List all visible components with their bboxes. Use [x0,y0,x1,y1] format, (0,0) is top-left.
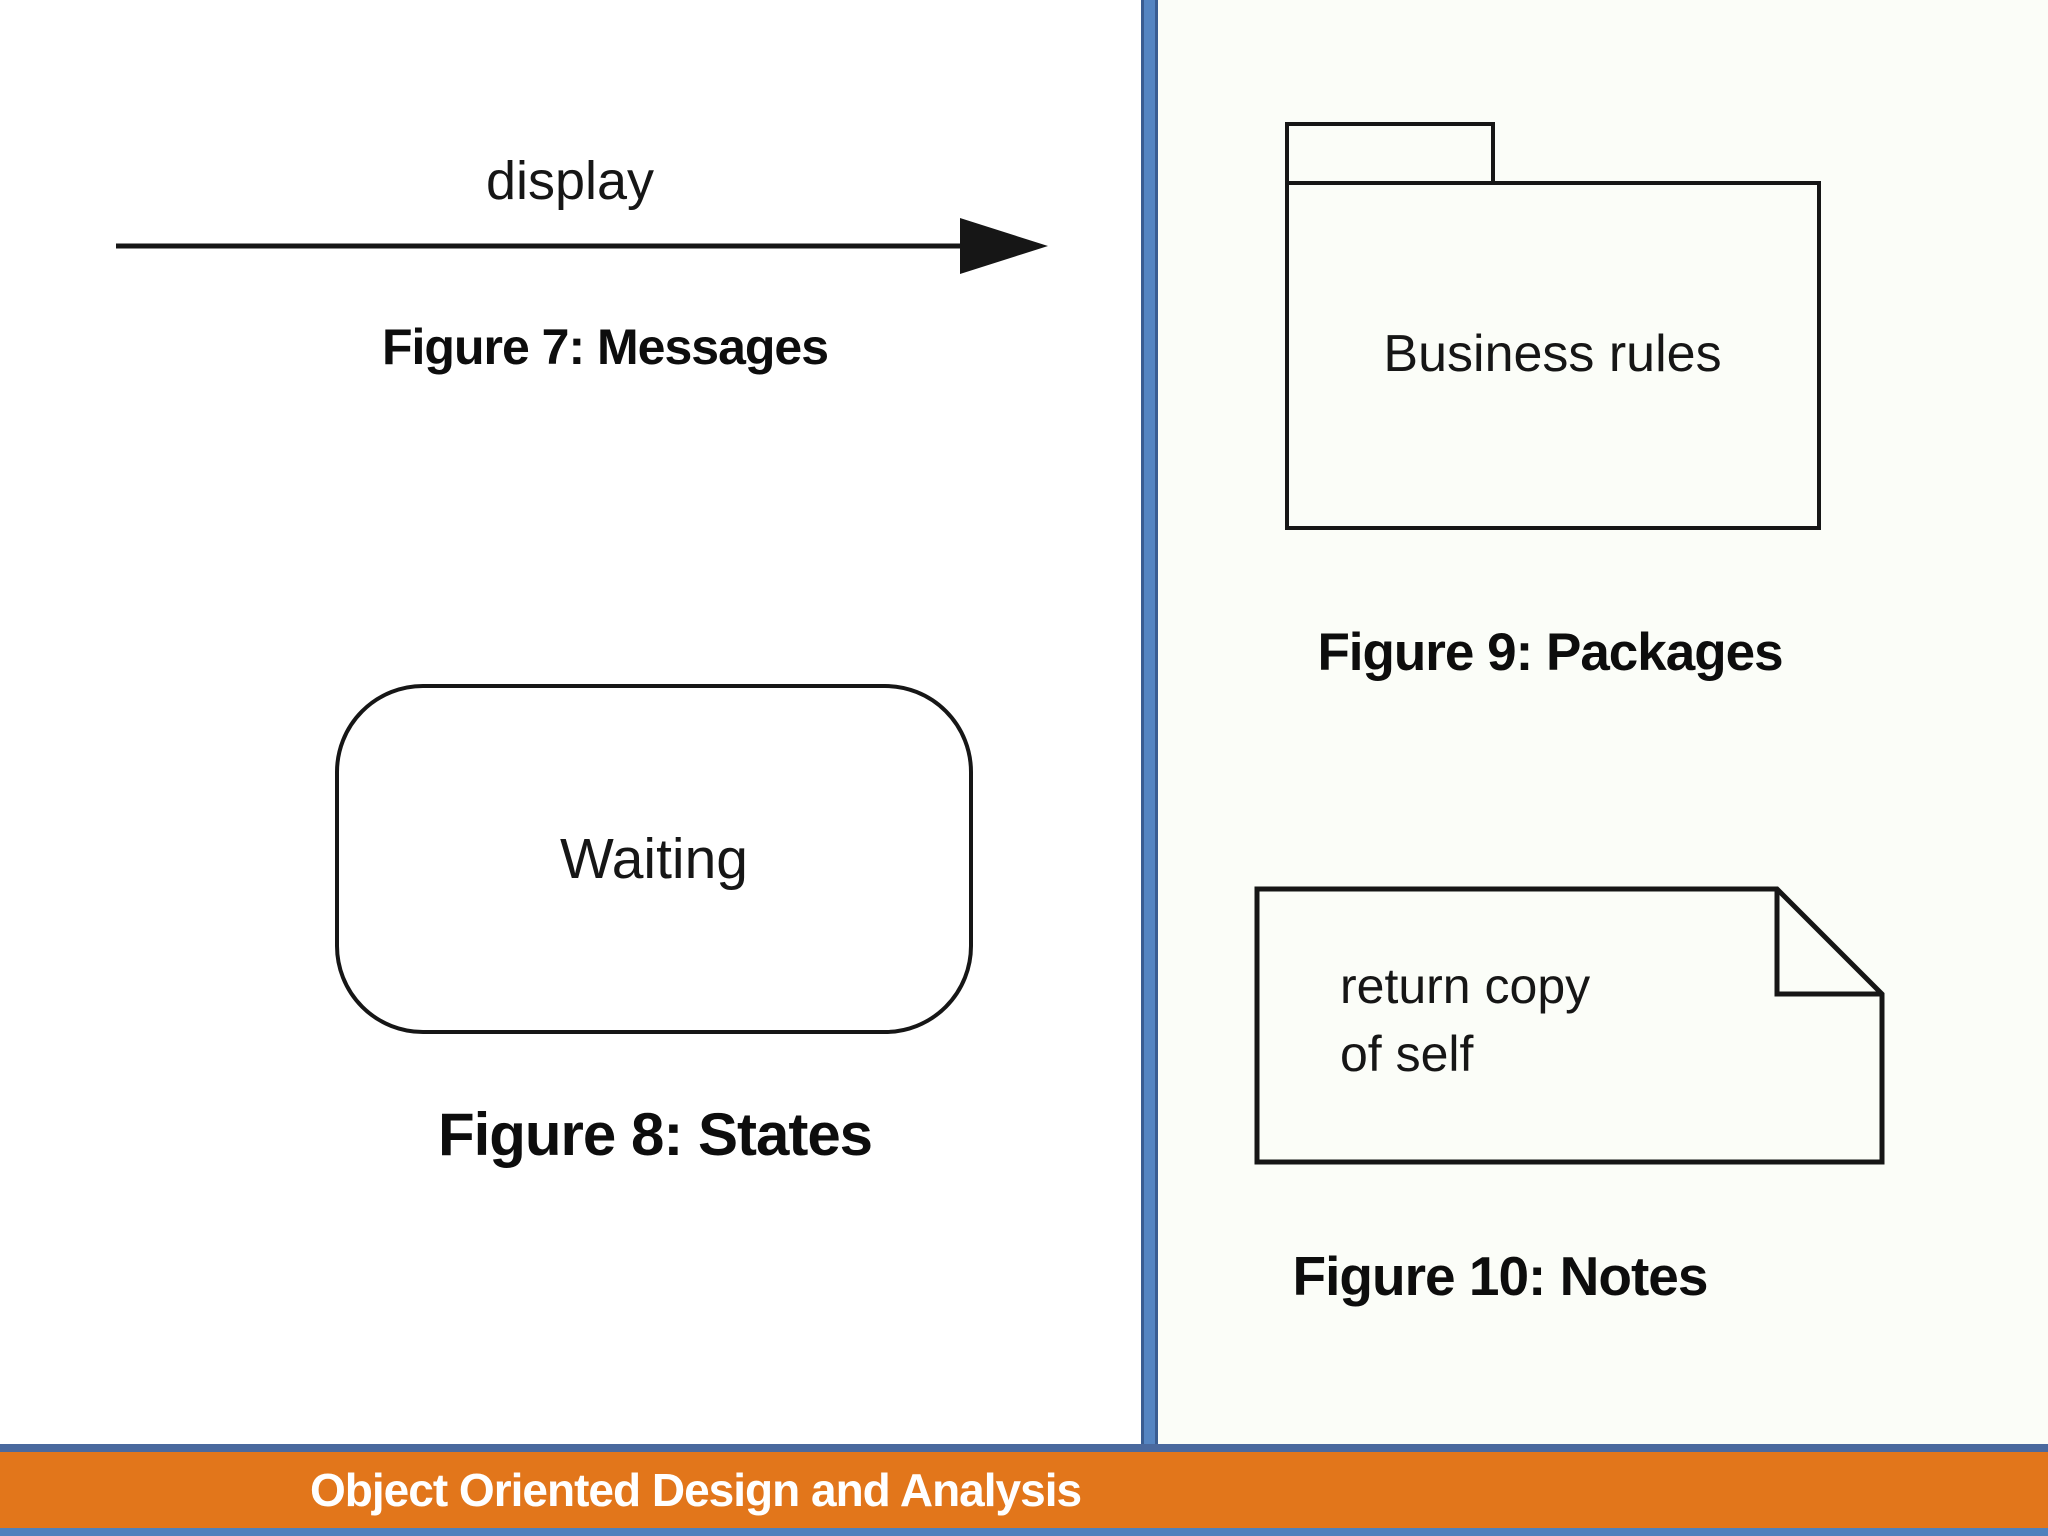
figure8-caption: Figure 8: States [437,1101,873,1168]
footer-bar: Object Oriented Design and Analysis [0,1452,2048,1528]
package-label-container: Business rules [1285,181,1820,527]
note-label-line1: return copy [1340,958,1591,1014]
footer-title: Object Oriented Design and Analysis [310,1464,1082,1516]
state-shape-label: Waiting [560,827,748,891]
package-shape-label: Business rules [1383,325,1722,383]
state-shape: Waiting [335,684,973,1034]
figure10-caption: Figure 10: Notes [1292,1245,1709,1307]
vertical-divider [1141,0,1158,1444]
message-arrow-icon [110,213,1050,279]
note-shape [1252,884,1888,1168]
message-arrow-label: display [485,151,655,211]
package-shape [1280,117,1825,535]
footer-bottom-strip [0,1528,2048,1536]
figure9-caption: Figure 9: Packages [1317,623,1783,682]
note-label-line2: of self [1340,1026,1474,1082]
footer-top-border [0,1444,2048,1452]
figure7-caption: Figure 7: Messages [381,319,829,375]
note-shape-label: return copy of self [1340,952,1590,1088]
